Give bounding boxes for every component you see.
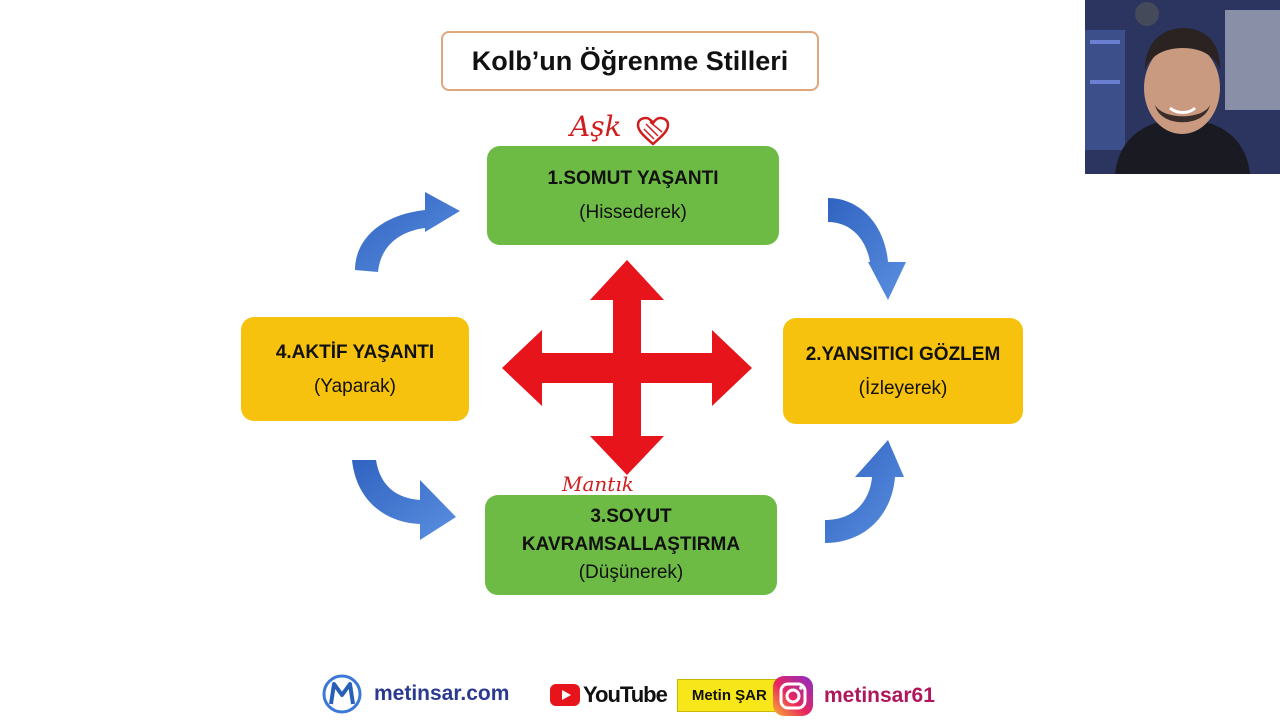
- annotation-love: Aşk: [570, 110, 622, 143]
- arrow-3-to-4: [352, 460, 456, 540]
- youtube-channel-badge[interactable]: Metin ŞAR: [676, 678, 782, 712]
- youtube-play-icon: [550, 684, 580, 706]
- stage-active-experimentation: 4.AKTİF YAŞANTI (Yaparak): [241, 317, 469, 421]
- metinsar-logo-icon: [322, 674, 362, 714]
- footer-youtube[interactable]: YouTube Metin ŞAR: [550, 677, 782, 713]
- stage-3-subtitle: (Düşünerek): [578, 562, 684, 583]
- stage-2-subtitle: (İzleyerek): [858, 377, 948, 399]
- stage-3-title-line1: 3.SOYUT: [590, 506, 672, 527]
- heart-icon: [636, 116, 670, 146]
- arrow-2-to-3: [825, 440, 904, 543]
- four-way-arrow: [502, 260, 752, 475]
- presenter-image: [1085, 0, 1280, 174]
- stage-4-title: 4.AKTİF YAŞANTI: [275, 341, 435, 363]
- diagram-title: Kolb’un Öğrenme Stilleri: [441, 31, 819, 91]
- annotation-logic: Mantık: [562, 472, 634, 496]
- stage-2-title: 2.YANSITICI GÖZLEM: [805, 343, 1001, 365]
- instagram-icon: [773, 676, 813, 716]
- youtube-logo-text: YouTube: [583, 682, 668, 707]
- arrow-1-to-2: [828, 198, 906, 300]
- stage-4-subtitle: (Yaparak): [313, 375, 396, 397]
- arrow-4-to-1: [355, 192, 460, 272]
- footer-website[interactable]: metinsar.com: [322, 673, 509, 715]
- stage-1-subtitle: (Hissederek): [579, 202, 687, 223]
- stage-1-title: 1.SOMUT YAŞANTI: [547, 168, 719, 189]
- instagram-handle[interactable]: metinsar61: [824, 684, 935, 707]
- stage-3-title-line2: KAVRAMSALLAŞTIRMA: [521, 534, 741, 555]
- stage-concrete-experience: 1.SOMUT YAŞANTI (Hissederek): [487, 146, 779, 245]
- website-link[interactable]: metinsar.com: [374, 682, 510, 705]
- stage-reflective-observation: 2.YANSITICI GÖZLEM (İzleyerek): [783, 318, 1023, 424]
- footer-instagram[interactable]: metinsar61: [772, 675, 935, 717]
- stage-abstract-conceptualization: 3.SOYUT KAVRAMSALLAŞTIRMA (Düşünerek): [485, 495, 777, 595]
- webcam-video: [1085, 0, 1280, 174]
